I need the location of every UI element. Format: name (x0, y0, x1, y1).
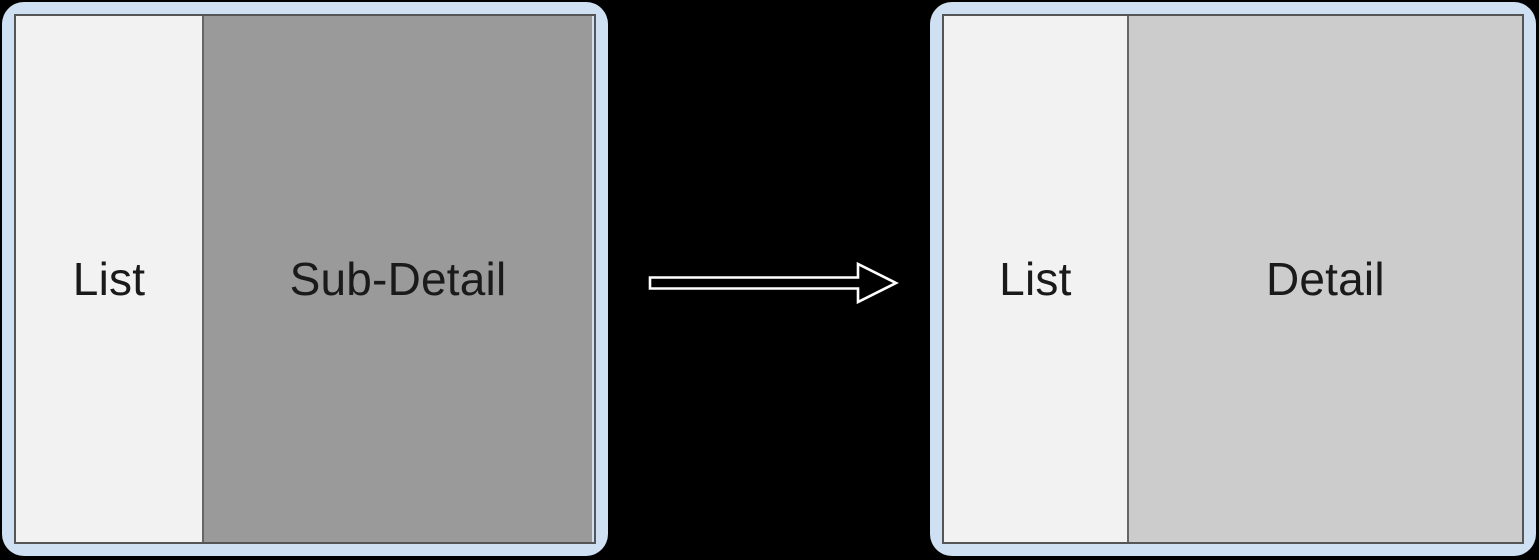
before-list-pane[interactable]: List (16, 16, 202, 542)
before-state-device-frame: List Sub-Detail (2, 2, 608, 556)
after-list-pane[interactable]: List (944, 16, 1127, 542)
transition-right-arrow-icon (648, 261, 899, 305)
after-detail-pane[interactable]: Detail (1126, 16, 1522, 542)
after-state-device-frame: List Detail (930, 2, 1536, 556)
after-list-label: List (999, 253, 1072, 305)
before-state-screen: List Sub-Detail (14, 14, 596, 544)
after-detail-label: Detail (1265, 253, 1385, 305)
before-list-label: List (72, 253, 146, 305)
before-sub-detail-label: Sub-Detail (289, 253, 507, 305)
arrow-outline-path (648, 261, 899, 305)
before-sub-detail-pane[interactable]: Sub-Detail (202, 16, 592, 542)
after-state-screen: List Detail (942, 14, 1524, 544)
